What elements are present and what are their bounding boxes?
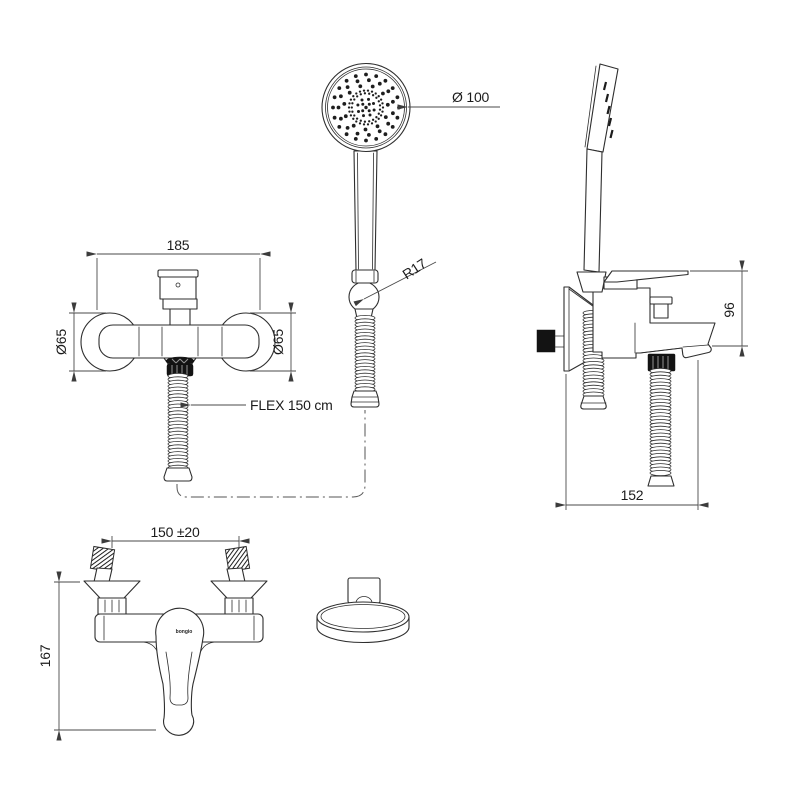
hose-routing-line	[176, 410, 366, 498]
lever-cap	[157, 269, 199, 278]
dim-bottom-height: 167	[37, 571, 156, 741]
dim-label-side-height: 96	[721, 302, 737, 318]
cartridge-neck	[169, 308, 191, 326]
side-hose-under-spout	[649, 368, 672, 476]
left-threaded-tail	[89, 545, 116, 573]
lever-fillet-right	[200, 641, 216, 652]
shower-mixer-front-view: bongio	[83, 545, 268, 736]
diverter-knob-body	[653, 303, 669, 319]
bracket-hook-bump	[355, 596, 373, 604]
dim-label-connection-centers: 150 ±20	[150, 524, 200, 540]
bracket-base-plate	[316, 601, 410, 633]
hose-ball-joint	[348, 281, 380, 313]
dimension-annotations: Ø 100 R17 185 Ø65 Ø65	[37, 89, 748, 741]
mixer-hose-coil	[167, 373, 189, 471]
side-hoseA-bell	[580, 395, 607, 410]
lever-dot	[175, 282, 181, 288]
diverter-knob-cap	[649, 296, 673, 305]
side-hose-near-wall	[582, 310, 605, 398]
left-connection-pipe	[93, 567, 113, 583]
wall-bracket-perspective-view	[316, 577, 410, 644]
dim-label-head-diameter: Ø 100	[452, 89, 490, 105]
dim-label-bottom-height: 167	[37, 644, 53, 667]
side-hoseB-flare	[647, 475, 675, 487]
front-hose-end-fitting	[163, 467, 193, 482]
dim-side-height: 96	[690, 260, 748, 357]
dim-hose-length: FLEX 150 cm	[180, 397, 333, 413]
mixer-side-view	[536, 63, 716, 487]
handle-shaft-side	[583, 148, 603, 273]
right-connection-pipe	[226, 567, 246, 583]
dim-front-width: 185	[86, 237, 271, 310]
dim-label-left-escutcheon: Ø65	[53, 329, 69, 355]
dim-label-right-escutcheon: Ø65	[270, 329, 286, 355]
shower-face-nozzle-dots	[331, 72, 401, 143]
left-escutcheon-cone	[83, 580, 141, 599]
lever-handle-down	[155, 607, 205, 736]
lever-inner-face	[165, 651, 193, 706]
head-spray-dashes	[602, 81, 614, 139]
dim-label-side-depth: 152	[621, 487, 644, 503]
cartridge-collar	[162, 298, 198, 310]
wall-union-block	[536, 329, 556, 353]
handshower-front-view	[176, 62, 411, 498]
shower-hose-coil	[354, 315, 376, 393]
dim-side-depth: 152	[555, 360, 709, 510]
bracket-tab	[347, 577, 381, 604]
dim-connection-centers: 150 ±20	[101, 524, 250, 548]
mixer-front-view	[80, 269, 276, 482]
lever-fillet-left	[142, 641, 158, 652]
right-escutcheon-cone	[210, 580, 268, 599]
dim-label-hose-length: FLEX 150 cm	[250, 397, 333, 413]
dim-left-escutcheon: Ø65	[53, 302, 106, 382]
lever-side	[603, 270, 689, 283]
lever-body	[159, 276, 197, 300]
mixer-body-side	[592, 287, 716, 359]
dim-head-diameter: Ø 100	[397, 89, 500, 110]
mixer-body	[98, 324, 260, 359]
dim-label-front-width: 185	[167, 237, 190, 253]
shower-holder-cup	[576, 271, 607, 293]
bracket-base-side	[316, 616, 410, 644]
dim-right-escutcheon: Ø65	[250, 302, 296, 382]
handshower-head-side	[586, 63, 619, 153]
shower-hose-end-fitting	[350, 390, 380, 408]
brand-logo: bongio	[176, 629, 193, 635]
